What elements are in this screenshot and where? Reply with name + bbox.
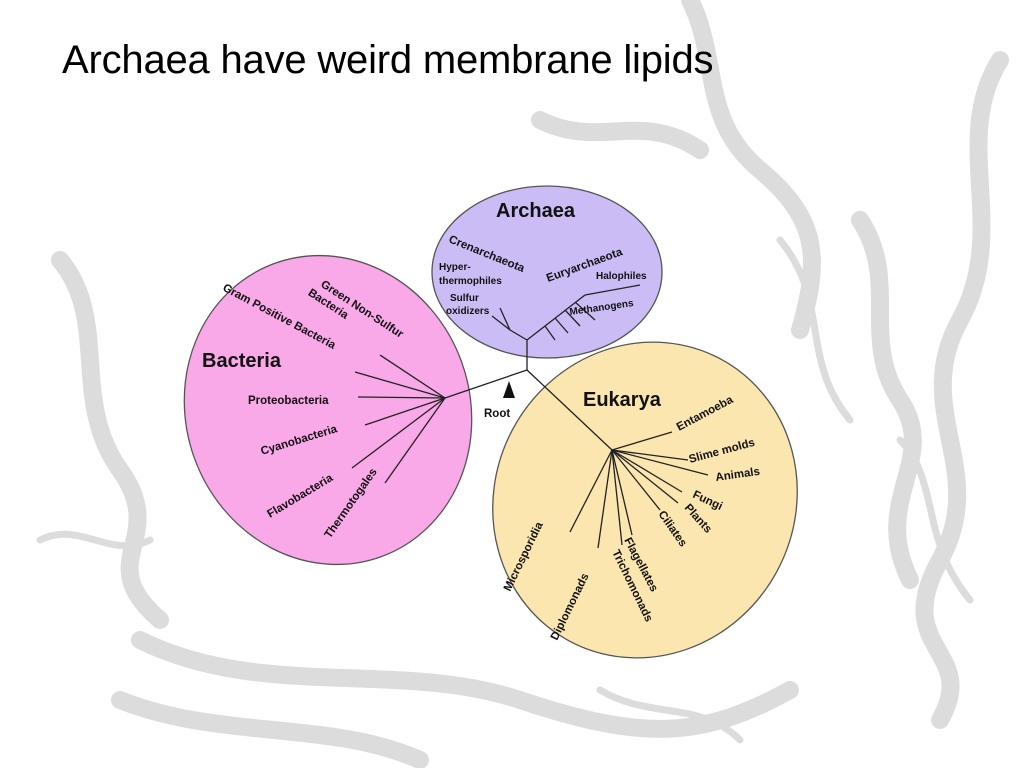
label-proteobacteria: Proteobacteria [248,395,329,407]
seaweed-strand [776,236,854,424]
seaweed-strand [681,0,821,339]
bacteria-branches [351,354,446,484]
seaweed-strand [111,691,429,768]
eukarya-branches [569,431,709,549]
seaweed-strand [896,436,974,604]
seaweed-strand [596,686,744,744]
seaweed-strand [131,631,799,738]
root-arrow-icon [503,381,515,398]
archaea-branches [491,284,641,341]
eukarya-title: Eukarya [583,389,662,411]
label-sulfur-oxidizers-line1: Sulfur [450,293,479,304]
seaweed-strand [51,251,169,629]
label-halophiles: Halophiles [596,271,647,282]
label-hyperthermophiles: Hyper- thermophiles [439,262,502,287]
seaweed-strand [915,51,1009,729]
label-sulfur-oxidizers-line2: oxidizers [446,306,490,317]
bacteria-ellipse [183,254,473,566]
eukarya-ellipse [492,341,798,659]
seaweed-strand [36,530,154,550]
bacteria-title: Bacteria [202,350,282,372]
label-sulfur-oxidizers: Sulfur oxidizers [446,293,490,317]
trunk-eukarya [526,369,613,451]
seaweed-strand [851,211,922,589]
seaweed-strand [531,111,709,159]
trunk-bacteria [444,369,528,399]
archaea-ellipse [431,185,663,359]
archaea-title: Archaea [496,200,576,222]
label-hyperthermophiles-line1: Hyper- [439,262,471,273]
slide-title: Archaea have weird membrane lipids [62,38,714,82]
root-label: Root [484,408,510,420]
label-hyperthermophiles-line2: thermophiles [439,276,502,287]
